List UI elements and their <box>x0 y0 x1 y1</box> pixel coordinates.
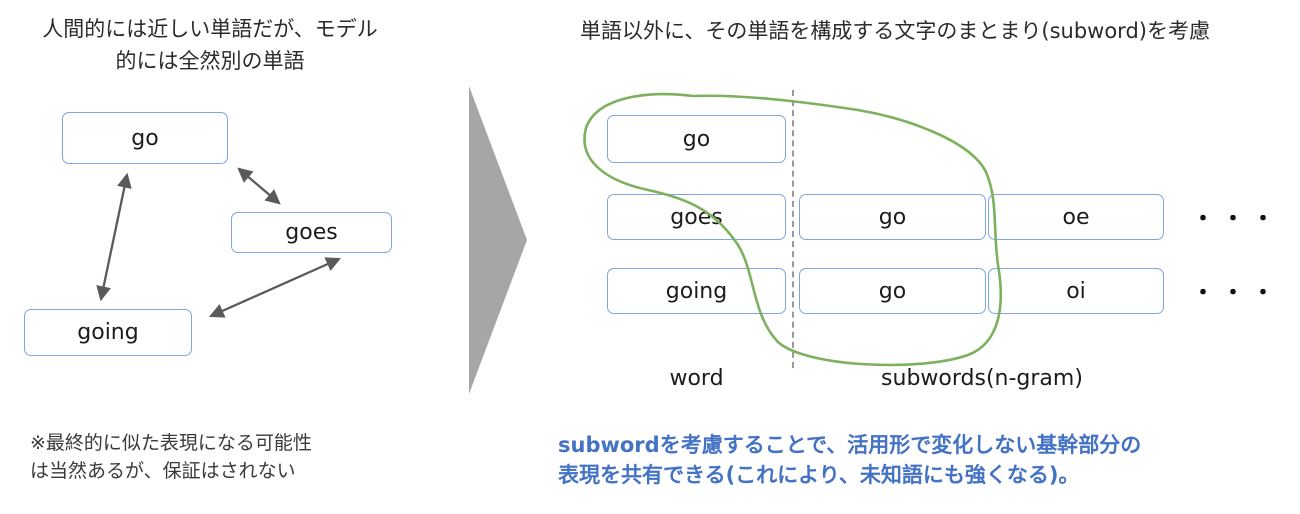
grid-box-r2c2: go <box>799 194 986 240</box>
grid-box-r3c3-label: oi <box>1066 278 1086 304</box>
left-note-line1: ※最終的に似た表現になる可能性 <box>30 432 312 454</box>
word-box-goes-label: goes <box>285 220 338 245</box>
grid-box-r1c1-label: go <box>682 126 711 152</box>
word-box-go-label: go <box>131 125 159 151</box>
label-word: word <box>669 366 724 391</box>
arrow-go-goes <box>237 167 281 205</box>
left-title: 人間的には近しい単語だが、モデル 的には全然別の単語 <box>8 14 412 77</box>
word-subword-divider <box>792 90 794 368</box>
left-title-line1: 人間的には近しい単語だが、モデル <box>42 17 378 41</box>
grid-box-r3c2-label: go <box>878 278 907 304</box>
ellipsis-row3: ・・・ <box>1192 281 1283 306</box>
grid-box-r2c1-label: goes <box>670 204 723 230</box>
ellipsis-row2: ・・・ <box>1192 207 1283 232</box>
grid-box-r3c1-label: going <box>665 278 728 304</box>
grid-box-r2c3-label: oe <box>1062 204 1090 230</box>
grid-box-r2c2-label: go <box>878 204 907 230</box>
left-note-line2: は当然あるが、保証はされない <box>30 459 296 482</box>
grid-box-r3c2: go <box>799 268 986 314</box>
word-box-go: go <box>62 112 228 164</box>
grid-box-r2c1: goes <box>607 194 786 240</box>
label-subwords: subwords(n-gram) <box>881 366 1083 391</box>
right-caption-line2: 表現を共有できる(これにより、未知語にも強くなる)。 <box>558 463 1080 488</box>
grid-box-r2c3: oe <box>988 194 1164 240</box>
word-box-going-label: going <box>77 320 139 345</box>
right-caption: subwordを考慮することで、活用形で変化しない基幹部分の 表現を共有できる(… <box>558 430 1141 491</box>
grid-box-r1c1: go <box>607 115 786 163</box>
left-title-line2: 的には全然別の単語 <box>115 48 305 73</box>
word-box-goes: goes <box>231 212 392 253</box>
arrow-go-going <box>96 172 132 302</box>
right-title: 単語以外に、その単語を構成する文字のまとまり(subword)を考慮 <box>540 16 1250 48</box>
arrow-goes-going <box>208 257 342 318</box>
big-right-arrow <box>469 86 527 394</box>
right-title-line: 単語以外に、その単語を構成する文字のまとまり(subword)を考慮 <box>580 19 1210 43</box>
left-note: ※最終的に似た表現になる可能性 は当然あるが、保証はされない <box>30 430 312 485</box>
grid-box-r3c3: oi <box>988 268 1164 314</box>
grid-box-r3c1: going <box>607 268 786 314</box>
word-box-going: going <box>24 309 192 356</box>
right-caption-line1: subwordを考慮することで、活用形で変化しない基幹部分の <box>558 433 1142 457</box>
